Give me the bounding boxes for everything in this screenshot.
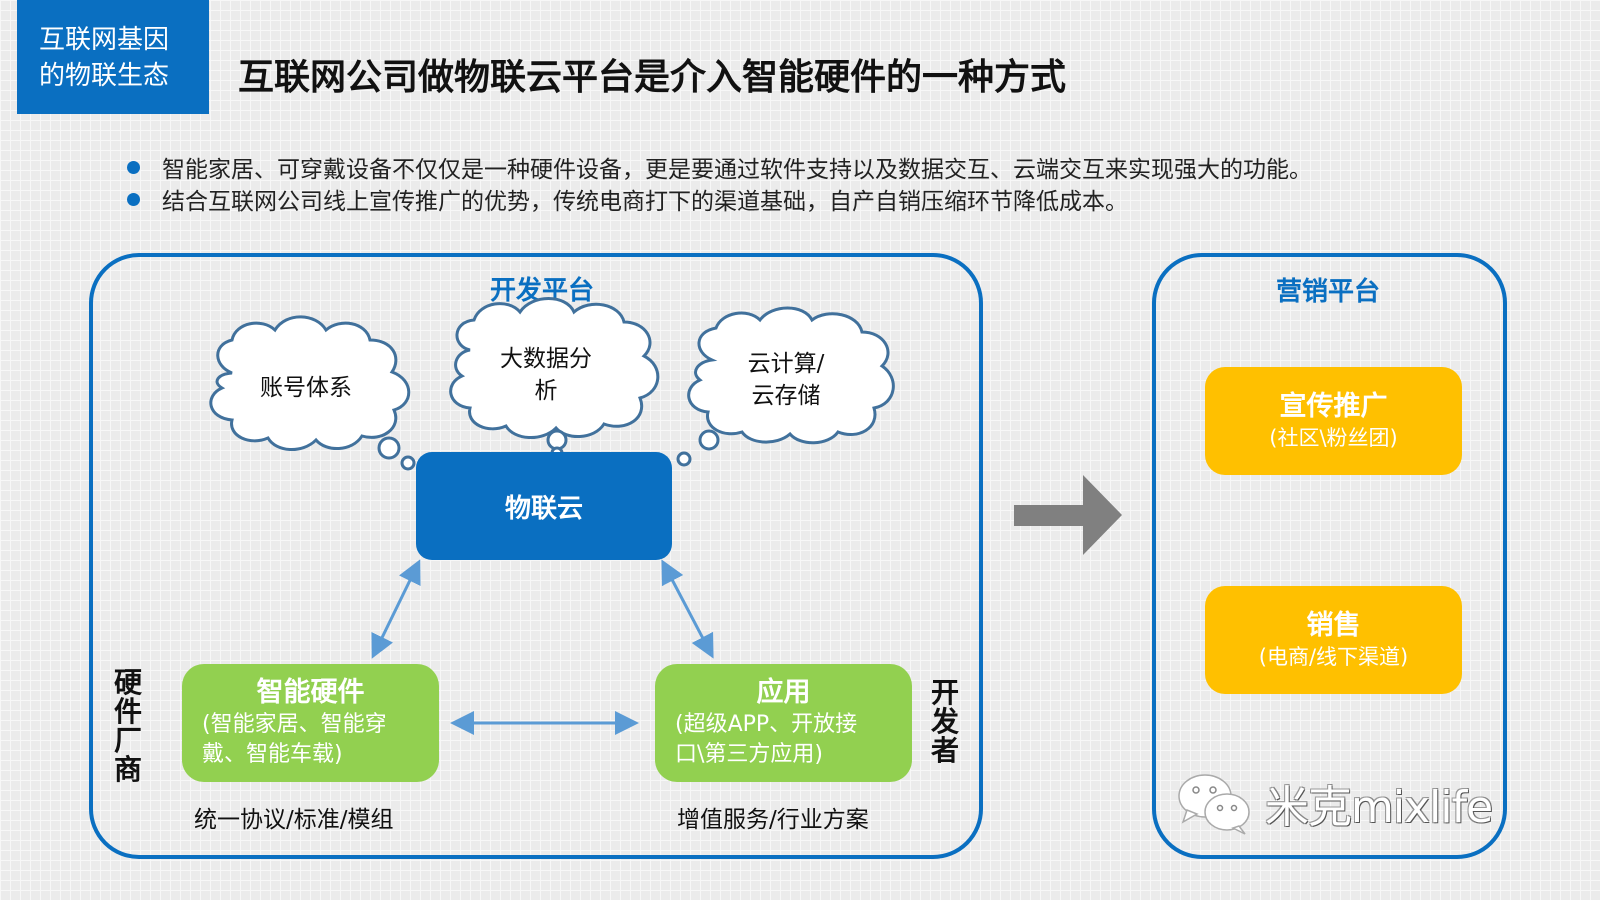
bullet-text: 结合互联网公司线上宣传推广的优势，传统电商打下的渠道基础，自产自销压缩环节降低成…	[162, 189, 1128, 215]
thought-bubble-small	[400, 455, 416, 471]
watermark: 米克mixlife	[1175, 770, 1493, 836]
side-label-char: 商	[113, 753, 142, 786]
marketing-platform-title: 营销平台	[1275, 277, 1381, 307]
thought-bubble-large	[698, 429, 720, 451]
application-caption: 增值服务/行业方案	[677, 807, 869, 833]
bullet-dot-icon	[127, 160, 140, 174]
cloud-label-computing: 云计算/ 云存储	[748, 348, 825, 412]
section-tag: 互联网基因 的物联生态	[17, 0, 209, 114]
section-tag-line-2: 的物联生态	[39, 61, 170, 91]
hardware-caption: 统一协议/标准/模组	[194, 807, 394, 833]
thought-bubble-small	[676, 451, 692, 467]
cloud-label-line: 大数据分	[500, 346, 592, 372]
sales-box: 销售 (电商/线下渠道)	[1205, 586, 1462, 694]
thought-bubble-large	[377, 436, 401, 460]
cloud-label-line: 云存储	[751, 383, 821, 409]
cloud-label-line: 账号体系	[260, 375, 352, 401]
sales-title: 销售	[1306, 610, 1361, 641]
side-label-char: 硬	[113, 666, 142, 699]
connector-cloud-application	[661, 559, 714, 659]
bullet-item: 智能家居、可穿戴设备不仅仅是一种硬件设备，更是要通过软件支持以及数据交互、云端交…	[125, 151, 1312, 183]
application-sub-2: 口\第三方应用)	[675, 742, 823, 767]
section-tag-line-1: 互联网基因	[39, 25, 170, 55]
cloud-label-bigdata: 大数据分 析	[500, 343, 592, 407]
sales-sub: (电商/线下渠道)	[1258, 645, 1409, 669]
side-label-char: 厂	[113, 724, 142, 757]
watermark-text: 米克mixlife	[1265, 782, 1493, 833]
smart-hardware-sub-2: 戴、智能车载)	[202, 742, 343, 767]
page-title: 互联网公司做物联云平台是介入智能硬件的一种方式	[238, 57, 1067, 98]
bullet-text: 智能家居、可穿戴设备不仅仅是一种硬件设备，更是要通过软件支持以及数据交互、云端交…	[162, 157, 1312, 183]
promotion-title: 宣传推广	[1279, 391, 1388, 422]
cloud-cloud-computing	[687, 306, 895, 445]
flow-arrow-icon	[1014, 475, 1122, 555]
developer-label: 开 发 者	[930, 678, 960, 765]
connector-cloud-hardware	[371, 559, 421, 659]
cloud-big-data	[449, 297, 660, 460]
promotion-sub: (社区\粉丝团)	[1269, 426, 1398, 450]
iot-cloud-box: 物联云	[416, 452, 672, 560]
hardware-vendor-label: 硬 件 厂 商	[113, 668, 143, 784]
application-box: 应用 (超级APP、开放接 口\第三方应用)	[655, 664, 912, 782]
promotion-box: 宣传推广 (社区\粉丝团)	[1205, 367, 1462, 475]
side-label-char: 开	[930, 676, 959, 709]
smart-hardware-title: 智能硬件	[256, 677, 365, 708]
dev-platform-panel	[89, 253, 983, 859]
application-sub-1: (超级APP、开放接	[675, 712, 858, 737]
side-label-char: 件	[113, 695, 142, 728]
marketing-platform-panel	[1152, 253, 1507, 859]
iot-cloud-label: 物联云	[504, 493, 583, 524]
cloud-label-line: 云计算/	[747, 351, 825, 377]
smart-hardware-box: 智能硬件 (智能家居、智能穿 戴、智能车载)	[182, 664, 439, 782]
wechat-icon	[1178, 774, 1250, 835]
bullet-dot-icon	[127, 192, 140, 206]
cloud-label-account: 账号体系	[260, 372, 352, 404]
application-title: 应用	[756, 677, 811, 708]
cloud-account-system	[209, 315, 411, 451]
side-label-char: 者	[930, 734, 959, 767]
bullet-item: 结合互联网公司线上宣传推广的优势，传统电商打下的渠道基础，自产自销压缩环节降低成…	[125, 183, 1312, 215]
cloud-label-line: 析	[534, 378, 558, 404]
smart-hardware-sub-1: (智能家居、智能穿	[202, 712, 387, 737]
bullet-list: 智能家居、可穿戴设备不仅仅是一种硬件设备，更是要通过软件支持以及数据交互、云端交…	[125, 151, 1312, 215]
side-label-char: 发	[930, 705, 959, 738]
